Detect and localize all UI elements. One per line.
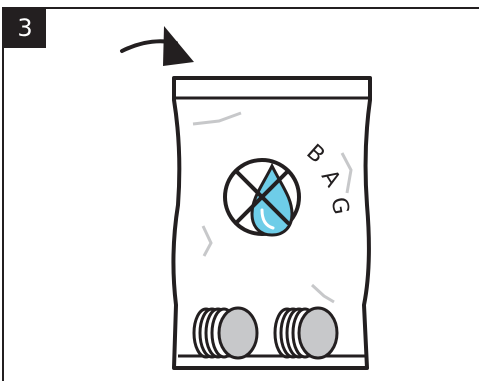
no-water-drop-icon (225, 160, 299, 235)
step-number-badge: 3 (4, 8, 46, 48)
coin-stack-icon (275, 308, 337, 358)
coin-stack-icon (194, 308, 257, 358)
curved-arrow-icon (122, 26, 194, 66)
